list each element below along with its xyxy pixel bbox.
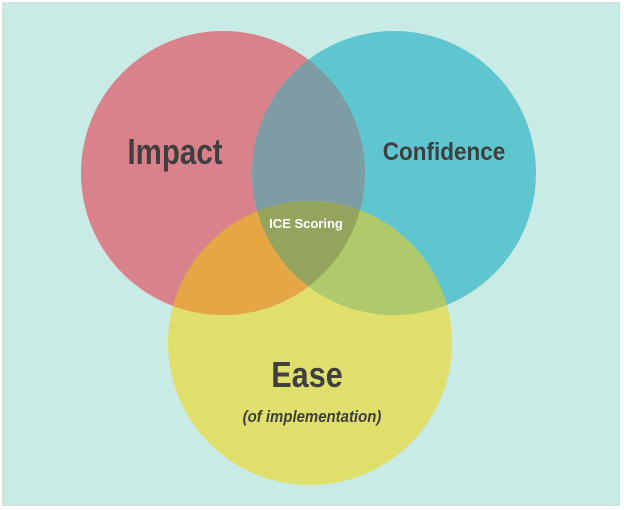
diagram-frame: Impact Confidence Ease (of implementatio… xyxy=(2,2,620,506)
overlap-impact-ease xyxy=(168,201,365,315)
ease-sublabel: (of implementation) xyxy=(243,408,382,426)
confidence-label: Confidence xyxy=(383,138,505,166)
venn-diagram: Impact Confidence Ease (of implementatio… xyxy=(3,3,619,505)
overlap-confidence-ease xyxy=(252,201,452,315)
ease-label: Ease xyxy=(271,356,342,396)
center-label: ICE Scoring xyxy=(269,216,343,231)
impact-label: Impact xyxy=(127,131,222,171)
